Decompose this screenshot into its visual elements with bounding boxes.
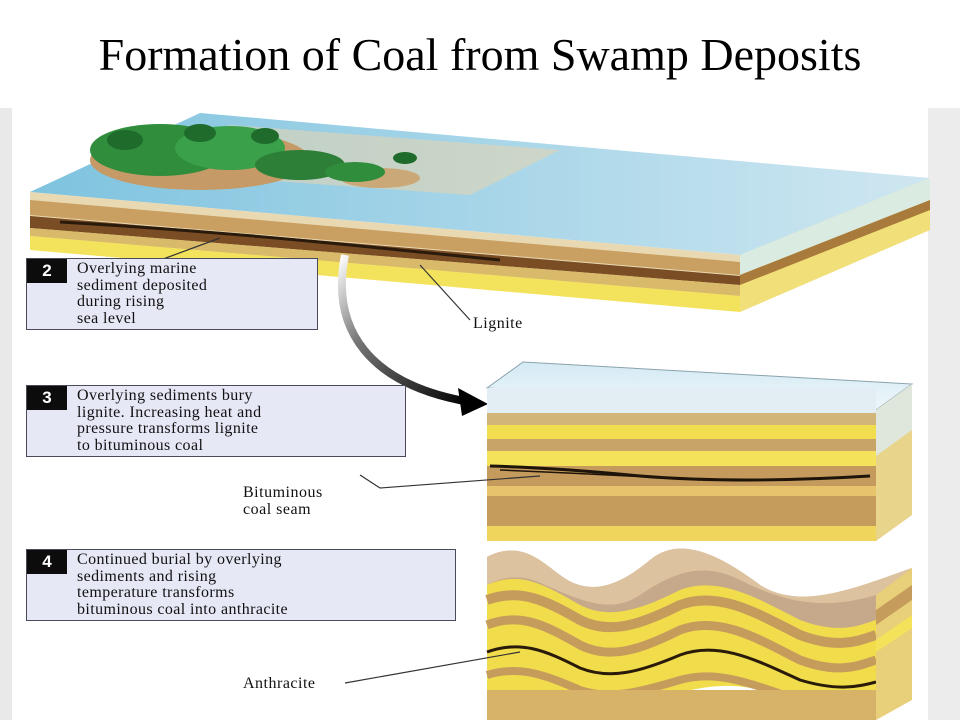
bituminous-label: Bituminous coal seam	[243, 484, 323, 518]
step-4-box: 4 Continued burial by overlying sediment…	[26, 549, 456, 621]
lignite-label: Lignite	[473, 315, 523, 332]
anthracite-block	[485, 548, 912, 720]
anthracite-leader-line	[344, 651, 521, 684]
process-arrow	[337, 254, 471, 406]
step-3-text: Overlying sediments bury lignite. Increa…	[77, 387, 262, 454]
arrow-head-icon	[458, 388, 488, 416]
step-3-number: 3	[27, 386, 67, 410]
bituminous-leader-line	[359, 474, 381, 489]
step-2-number: 2	[27, 259, 67, 283]
step-4-text: Continued burial by overlying sediments …	[77, 551, 289, 618]
step-3-box: 3 Overlying sediments bury lignite. Incr…	[26, 385, 406, 457]
bituminous-block	[485, 361, 914, 541]
anthracite-label: Anthracite	[243, 675, 316, 692]
step-2-text: Overlying marine sediment deposited duri…	[77, 260, 208, 327]
right-margin	[928, 108, 960, 720]
left-margin	[0, 108, 12, 720]
step-4-number: 4	[27, 550, 67, 574]
lignite-leader-line	[419, 264, 471, 321]
step-2-box: 2 Overlying marine sediment deposited du…	[26, 258, 318, 330]
page-title: Formation of Coal from Swamp Deposits	[98, 29, 862, 80]
swamp-block	[30, 113, 930, 312]
bituminous-leader-line-2	[379, 475, 541, 489]
